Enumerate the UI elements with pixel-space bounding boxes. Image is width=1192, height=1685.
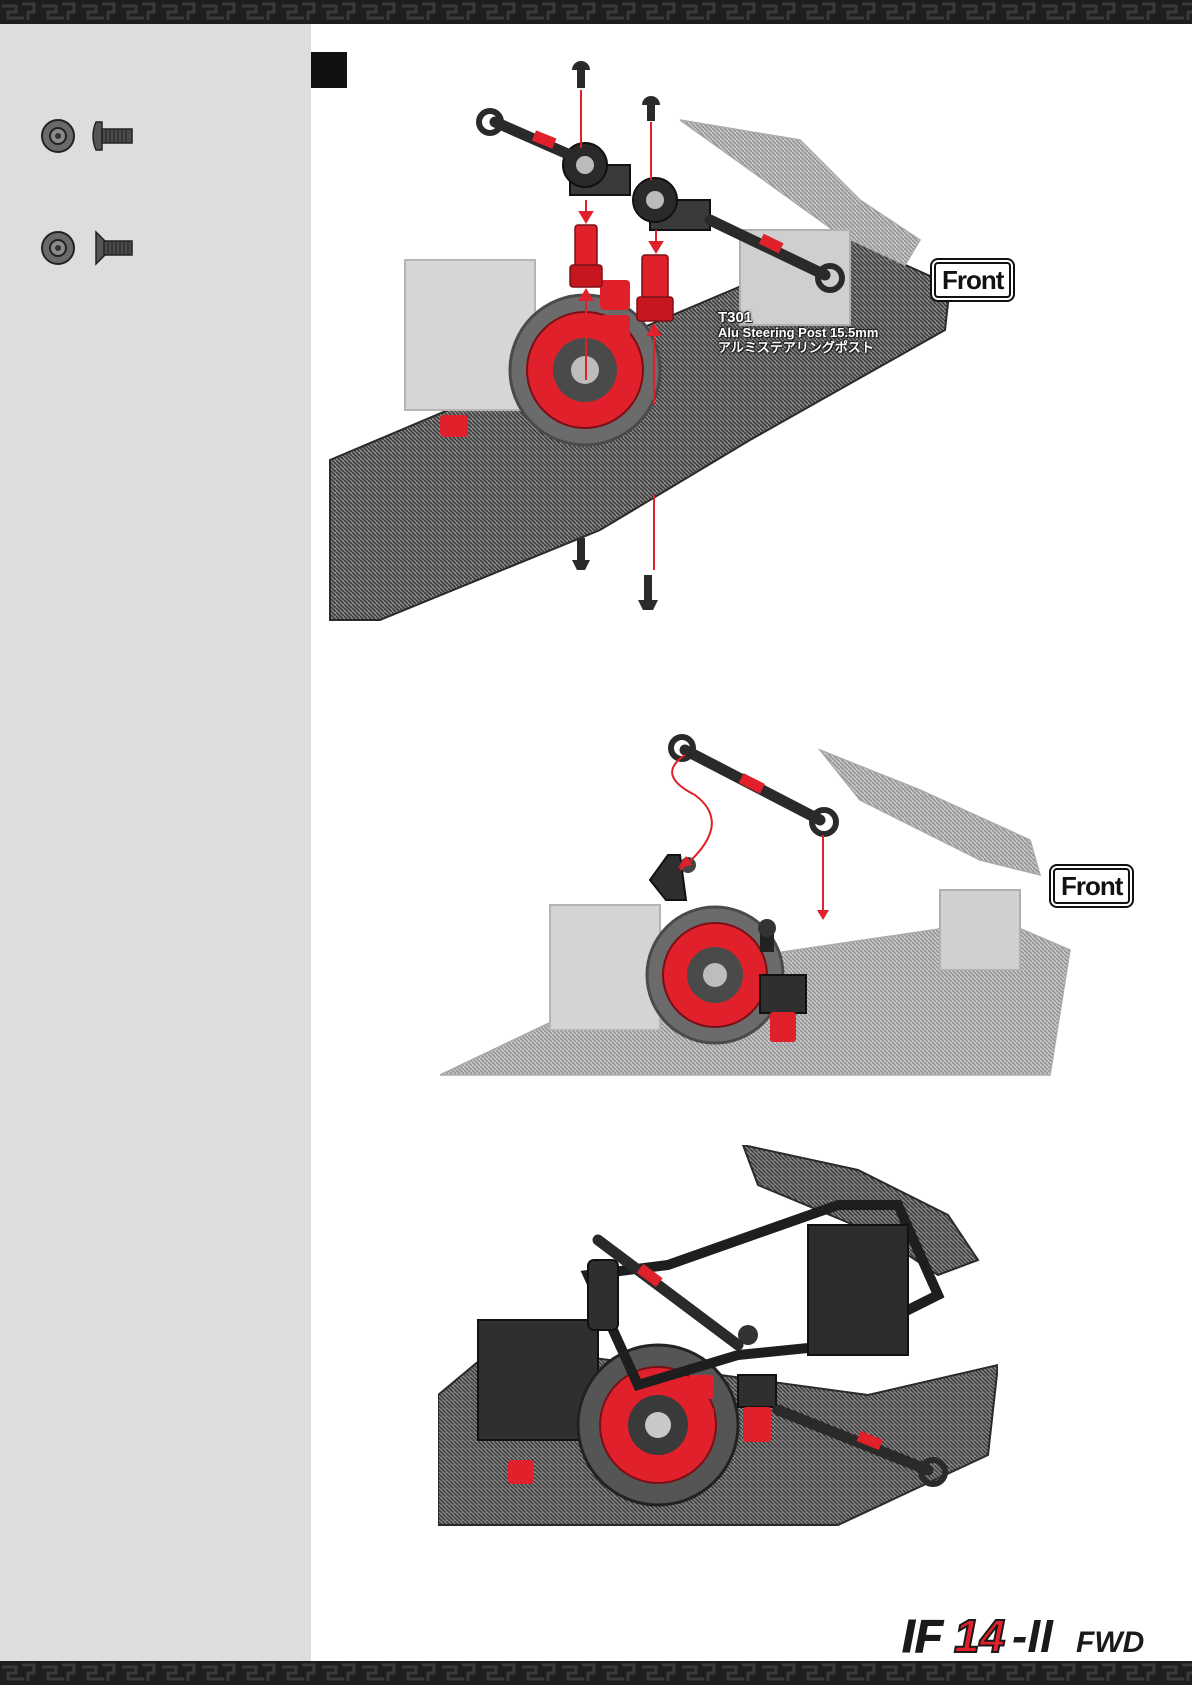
top-pattern-band bbox=[0, 0, 1192, 24]
svg-text:FWD: FWD bbox=[1076, 1626, 1144, 1659]
svg-text:14: 14 bbox=[954, 1610, 1005, 1660]
front-direction-label-2: Front bbox=[1053, 868, 1130, 904]
parts-item-button-screw bbox=[40, 116, 150, 156]
product-logo: IF 14 -II FWD bbox=[896, 1610, 1166, 1660]
button-head-screw-icon bbox=[40, 116, 150, 156]
part-name-en: Alu Steering Post 15.5mm bbox=[718, 325, 878, 340]
parts-item-flat-screw bbox=[40, 228, 150, 268]
parts-sidebar bbox=[0, 24, 311, 1661]
part-name-jp: アルミステアリングポスト bbox=[718, 340, 878, 355]
front-direction-label: Front bbox=[934, 262, 1011, 298]
part-number: T301 bbox=[718, 310, 878, 325]
figure-link-attachment bbox=[440, 730, 1080, 1085]
part-callout: T301 Alu Steering Post 15.5mm アルミステアリングポ… bbox=[718, 310, 878, 355]
flat-head-screw-icon bbox=[40, 228, 150, 268]
bottom-pattern-band bbox=[0, 1661, 1192, 1685]
svg-text:-II: -II bbox=[1012, 1610, 1054, 1660]
figure-completed-assembly bbox=[438, 1145, 998, 1530]
svg-text:IF: IF bbox=[902, 1610, 945, 1660]
figure-exploded-steering-posts bbox=[320, 60, 1080, 680]
steering-post-left bbox=[570, 225, 602, 287]
steering-post-right bbox=[637, 255, 673, 321]
